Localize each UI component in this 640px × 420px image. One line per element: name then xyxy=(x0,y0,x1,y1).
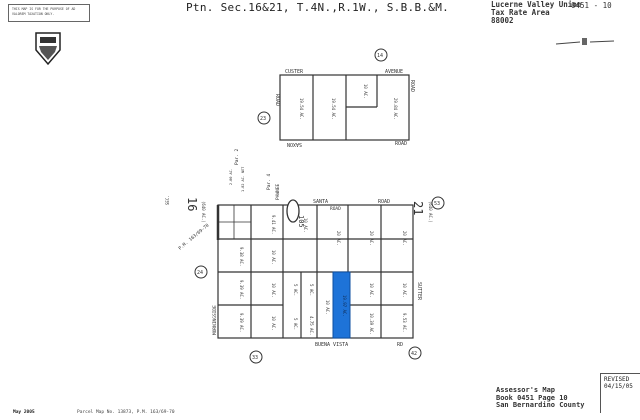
pm-ref: P.M. 163/69-70 xyxy=(177,222,210,251)
assessor-map-title: Assessor's Map xyxy=(496,386,556,394)
parcel-acres: 10 AC. xyxy=(271,283,276,297)
parcel-acres: 19.54 AC. xyxy=(331,98,336,120)
page-ref-42[interactable]: 42 xyxy=(408,346,422,360)
parcel-acres: 5 AC. xyxy=(309,284,314,296)
tax-rate-area: Lucerne Valley Union Tax Rate Area 88002 xyxy=(491,1,581,25)
section-21: 21 xyxy=(411,201,425,215)
tra-label: Tax Rate Area xyxy=(491,8,550,17)
parcel-acres: 10 AC. xyxy=(363,84,368,98)
road-saxon: SAXON xyxy=(287,141,302,147)
page-ref-105[interactable]: 105 xyxy=(286,199,305,228)
parcel-acres: 20 AC. xyxy=(369,231,374,245)
parcel-acres: 29.84 AC. xyxy=(393,98,398,120)
district: Lucerne Valley Union xyxy=(491,0,582,9)
section-16: 16 xyxy=(185,197,199,211)
svg-text:53: 53 xyxy=(434,201,440,207)
map-code: 0451 - 10 xyxy=(571,1,612,10)
parcel-area-gross: 2.00 AC. xyxy=(229,168,233,185)
road-santa: SANTA xyxy=(313,199,328,205)
svg-text:42: 42 xyxy=(411,351,417,357)
svg-text:24: 24 xyxy=(197,270,203,276)
map-title: Ptn. Sec.16&21, T.4N.,R.1W., S.B.B.&M. xyxy=(186,1,450,14)
section-prefix: SEC. xyxy=(165,195,170,205)
parcel-acres: 9.39 AC. xyxy=(239,313,244,332)
section-16-area: (640 AC.) xyxy=(201,201,206,223)
main-parcel-labels: 9.41 AC. 10 AC. 20 AC. 20 AC. 20 AC. 9.3… xyxy=(239,215,407,335)
parcel-par4: Par. 4 xyxy=(266,173,272,190)
map-date: May 2005 xyxy=(13,410,35,415)
upper-parcel-labels: 19.54 AC. 19.54 AC. 10 AC. 29.84 AC. xyxy=(299,84,398,120)
page-ref-53[interactable]: 53 xyxy=(431,196,445,210)
road-custer: CUSTER xyxy=(285,69,304,75)
parcel-acres: 10 AC. xyxy=(325,300,330,314)
parcel-acres: 10.39 AC. xyxy=(369,313,374,335)
revision-box: REVISED 04/15/05 xyxy=(600,373,640,413)
parcel-acres: 9.39 AC. xyxy=(239,280,244,299)
road-saxon-road: ROAD xyxy=(395,141,407,147)
road-morningside: MORNINGSIDE xyxy=(212,305,218,335)
parcel-acres: 4.75 AC. xyxy=(309,316,314,335)
county: San Bernardino County xyxy=(496,401,585,409)
road-west: ROAD xyxy=(274,94,280,106)
parcel-acres: 10 AC. xyxy=(369,283,374,297)
parcel-acres: 10 AC. xyxy=(271,316,276,330)
assessor-map-info: Assessor's Map Book 0451 Page 10 San Ber… xyxy=(496,386,585,410)
parcel-acres: 10 AC. xyxy=(271,250,276,264)
road-sutter: SUTTER xyxy=(416,282,422,301)
road-santa-road2: ROAD xyxy=(378,199,390,205)
highlighted-parcel-acres: 19.97 AC. xyxy=(342,295,347,317)
road-buena-vista: BUENA VISTA xyxy=(315,342,348,348)
highlighted-parcel[interactable] xyxy=(332,271,351,339)
parcel-acres: 9.38 AC. xyxy=(239,247,244,266)
road-santa-road: ROAD xyxy=(330,206,341,212)
main-block xyxy=(216,204,414,339)
parcel-acres: 9.53 AC. xyxy=(402,313,407,332)
parcel-acres: 10 AC. xyxy=(402,283,407,297)
parcel-acres: 20 AC. xyxy=(402,231,407,245)
parcel-par2: Par. 2 xyxy=(234,148,240,165)
svg-text:14: 14 xyxy=(377,53,383,59)
svg-text:105: 105 xyxy=(297,215,305,228)
road-east: ROAD xyxy=(409,80,415,92)
road-rd: RD xyxy=(397,342,403,348)
parcel-acres: 19.54 AC. xyxy=(299,98,304,120)
svg-text:23: 23 xyxy=(260,116,266,122)
page-ref-23[interactable]: 23 xyxy=(257,111,271,125)
svg-text:33: 33 xyxy=(252,355,258,361)
road-pawnee: PAWNEE xyxy=(275,183,281,200)
north-arrow-icon xyxy=(555,38,615,45)
parcel-acres: 10 AC. xyxy=(303,218,308,232)
parcel-acres: 20 AC. xyxy=(336,231,341,245)
section-21-area: (640 AC.) xyxy=(428,201,433,223)
parcel-area-net: 1.82 AC. NET xyxy=(241,166,245,192)
ad-valorem-notice: THIS MAP IS FOR THE PURPOSE OF AD VALORE… xyxy=(8,4,90,22)
book-page: Book 0451 Page 10 xyxy=(496,393,568,402)
page-ref-14[interactable]: 14 xyxy=(374,48,388,62)
parcel-acres: 9.41 AC. xyxy=(271,215,276,234)
page-ref-24[interactable]: 24 xyxy=(194,265,208,279)
parcel-map-reference: Parcel Map No. 13873, P.M. 163/69-70 xyxy=(77,410,175,415)
revised-date: 04/15/05 xyxy=(604,383,633,390)
tra-number: 88002 xyxy=(491,16,514,25)
page-ref-33[interactable]: 33 xyxy=(249,350,263,364)
upper-block xyxy=(279,74,410,141)
county-seal xyxy=(33,30,63,66)
parcel-acres: 5 AC. xyxy=(293,318,298,330)
parcel-acres: 5 AC. xyxy=(293,284,298,296)
revised-label: REVISED xyxy=(604,376,630,383)
road-avenue: AVENUE xyxy=(385,69,403,75)
